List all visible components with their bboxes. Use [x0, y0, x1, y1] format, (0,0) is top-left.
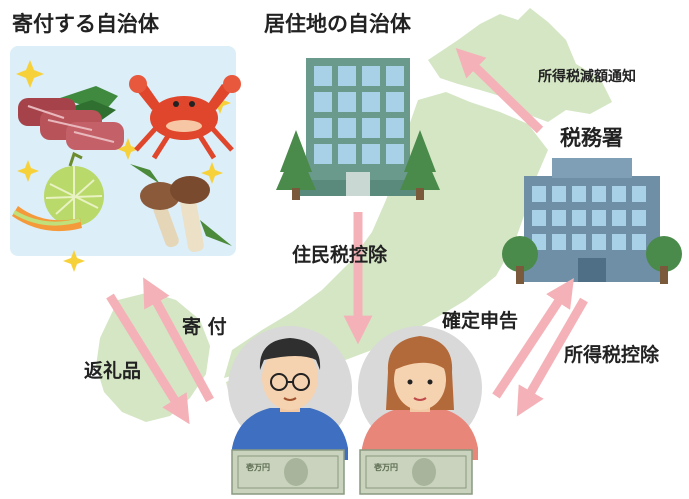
- banknote-label: 壱万円: [246, 462, 270, 472]
- income-tax-deduction-arrow: [516, 297, 588, 417]
- donated-municipality-label: 寄付する自治体: [12, 12, 159, 36]
- mushroom-icon: [130, 164, 232, 253]
- tax-office-building-icon: [524, 158, 660, 282]
- banknote-label: 壱万円: [374, 462, 398, 472]
- income-tax-notice-label: 所得税減額通知: [538, 69, 636, 85]
- donation-label: 寄 付: [182, 316, 227, 338]
- income-tax-deduction-label: 所得税控除: [564, 344, 660, 366]
- tax-office-label: 税務署: [560, 126, 623, 150]
- melon-icon: [12, 151, 104, 232]
- resident-municipality-label: 居住地の自治体: [264, 12, 411, 36]
- banknote-icon: 壱万円: [231, 449, 345, 495]
- man-avatar: [228, 326, 352, 460]
- flow-arrows: [106, 47, 588, 425]
- city-hall-building-icon: [300, 58, 416, 196]
- tree-icon: [276, 130, 440, 200]
- tax-return-arrow: [492, 277, 574, 399]
- woman-avatar: [358, 326, 482, 460]
- banknote-icon: 壱万円: [359, 449, 473, 495]
- tree-icon: [502, 236, 682, 284]
- crab-icon: [129, 75, 241, 160]
- resident-tax-deduction-label: 住民税控除: [292, 244, 388, 266]
- return-gift-arrow: [106, 293, 190, 425]
- income-tax-notice-arrow: [455, 47, 544, 134]
- beef-icon: [18, 86, 124, 150]
- tax-return-filing-label: 確定申告: [442, 310, 519, 332]
- return-gift-label: 返礼品: [84, 360, 142, 382]
- donation-arrow: [143, 277, 214, 403]
